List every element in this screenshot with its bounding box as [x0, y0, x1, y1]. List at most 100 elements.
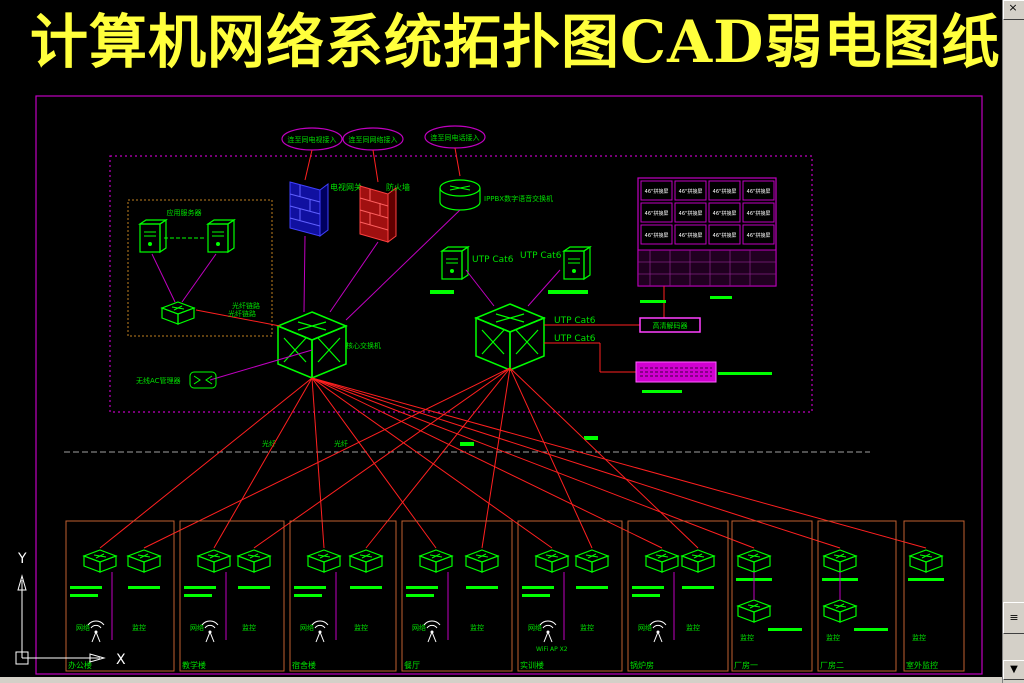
core-switch-label: 核心交换机: [346, 341, 381, 350]
fiber-label: 光纤: [334, 439, 348, 448]
zone-label: 餐厅: [404, 661, 420, 670]
wifi-ap-label: WiFi AP X2: [536, 646, 568, 653]
fiber-link: [311, 377, 325, 549]
green-tag: [632, 586, 664, 589]
switch-icon: [823, 549, 857, 573]
zone-label: 锅炉房: [630, 660, 654, 670]
core-switch-icon: [277, 311, 347, 379]
switch-icon: [307, 549, 341, 573]
scroll-thumb[interactable]: ≡: [1003, 602, 1024, 634]
switch-icon: [419, 549, 453, 573]
external-tv-link: 连至同电视接入: [281, 127, 343, 151]
server-icon: [139, 219, 167, 253]
green-tag: [128, 586, 160, 589]
video-wall-cell-label: 46"拼接屏: [713, 232, 737, 239]
zone-net-label: 网络: [76, 623, 90, 632]
ucs-icon: Y X: [15, 551, 126, 668]
zone-mon-label: 监控: [242, 623, 256, 632]
green-tag: [522, 586, 554, 589]
utp-cable-label: UTP Cat6: [554, 316, 596, 326]
firewall-label: 防火墙: [386, 182, 410, 192]
video-wall-cell-label: 46"拼接屏: [747, 188, 771, 195]
zone-mon-label: 监控: [132, 623, 146, 632]
switch-icon: [465, 549, 499, 573]
zone-net-label: 网络: [300, 623, 314, 632]
switch-icon: [127, 549, 161, 573]
video-wall-cell: [674, 202, 707, 223]
zone-label: 教学楼: [182, 660, 206, 670]
green-tag: [350, 586, 382, 589]
green-tag: [854, 628, 888, 631]
fiber-link-label: 光纤链路: [232, 301, 260, 310]
video-wall-cell-label: 46"拼接屏: [645, 188, 669, 195]
zone-box: [731, 520, 813, 672]
zone-label: 厂房二: [820, 660, 844, 670]
zone-mon-label: 监控: [740, 633, 754, 642]
video-wall-cell: [742, 202, 775, 223]
zone-box: [517, 520, 623, 672]
scroll-down-button[interactable]: ▼: [1003, 660, 1024, 680]
wifi-ap-icon: [201, 620, 219, 643]
fiber-link: [311, 377, 927, 549]
wifi-ap-icon: [87, 620, 105, 643]
switch-icon: [83, 549, 117, 573]
fiber-link: [481, 367, 511, 549]
utp-cable-label: UTP Cat6: [554, 334, 596, 344]
video-wall-cell: [742, 224, 775, 245]
video-wall: 46"拼接屏 46"拼接屏 46"拼接屏 46"拼接屏 46"拼接屏 46"拼接屏 46"拼…: [637, 177, 777, 287]
zone-box: [289, 520, 397, 672]
switch-icon: [737, 549, 771, 573]
fiber-link: [311, 377, 553, 549]
video-wall-cell: [708, 202, 741, 223]
external-internet-label: 连至同网络接入: [349, 135, 398, 144]
zone-mon-label: 监控: [912, 633, 926, 642]
zone-mon-label: 监控: [580, 623, 594, 632]
zone-label: 室外监控: [906, 660, 938, 670]
vertical-scrollbar[interactable]: ▲ ≡ ▼: [1002, 0, 1024, 683]
tv-gateway-icon: [289, 181, 329, 237]
ippbx-label: IPPBX数字语音交换机: [484, 194, 553, 203]
switch-icon: [237, 549, 271, 573]
video-wall-cell: [708, 224, 741, 245]
green-tag: [632, 594, 660, 597]
fiber-link: [253, 367, 511, 549]
ac-controller-label: 无线AC管理器: [136, 376, 181, 385]
status-bar: [0, 677, 1002, 683]
server-icon: [563, 246, 591, 280]
network-topology-diagram: 连至同电视接入 连至同网络接入 连至同电话接入 电视网关 防火墙: [15, 95, 983, 675]
green-tag: [238, 586, 270, 589]
video-wall-cell: [674, 180, 707, 201]
fiber-link: [311, 377, 841, 549]
close-icon[interactable]: ×: [1006, 2, 1020, 14]
fiber-link: [509, 367, 593, 549]
video-wall-cell-label: 46"拼接屏: [645, 210, 669, 217]
green-tag: [294, 586, 326, 589]
zone-net-label: 网络: [412, 623, 426, 632]
video-wall-cell: [640, 224, 673, 245]
fiber-link: [365, 367, 511, 549]
green-tag: [908, 578, 944, 581]
green-tag: [70, 594, 98, 597]
utp-cable-label: UTP Cat6: [520, 251, 562, 261]
external-telecom-label: 连至同电话接入: [431, 133, 480, 142]
drawing-frame: [35, 95, 983, 675]
zone-label: 办公楼: [68, 660, 92, 670]
core-area-boundary: [109, 155, 813, 413]
ippbx-router-icon: [439, 179, 481, 211]
video-wall-cell-label: 46"拼接屏: [747, 210, 771, 217]
zone-box: [401, 520, 513, 672]
switch-icon: [681, 549, 715, 573]
external-internet-link: 连至同网络接入: [342, 127, 404, 151]
video-wall-cell-label: 46"拼接屏: [713, 188, 737, 195]
tv-gateway-label: 电视网关: [330, 182, 362, 192]
green-tag: [522, 594, 550, 597]
switch-icon: [645, 549, 679, 573]
video-wall-cell: [674, 224, 707, 245]
zone-mon-label: 监控: [354, 623, 368, 632]
hd-decoder-label: 高清解码器: [653, 321, 688, 330]
video-wall-cell-label: 46"拼接屏: [679, 232, 703, 239]
green-tag: [70, 586, 102, 589]
fiber-label: 光纤: [262, 439, 276, 448]
ac-controller-icon: [189, 371, 217, 389]
